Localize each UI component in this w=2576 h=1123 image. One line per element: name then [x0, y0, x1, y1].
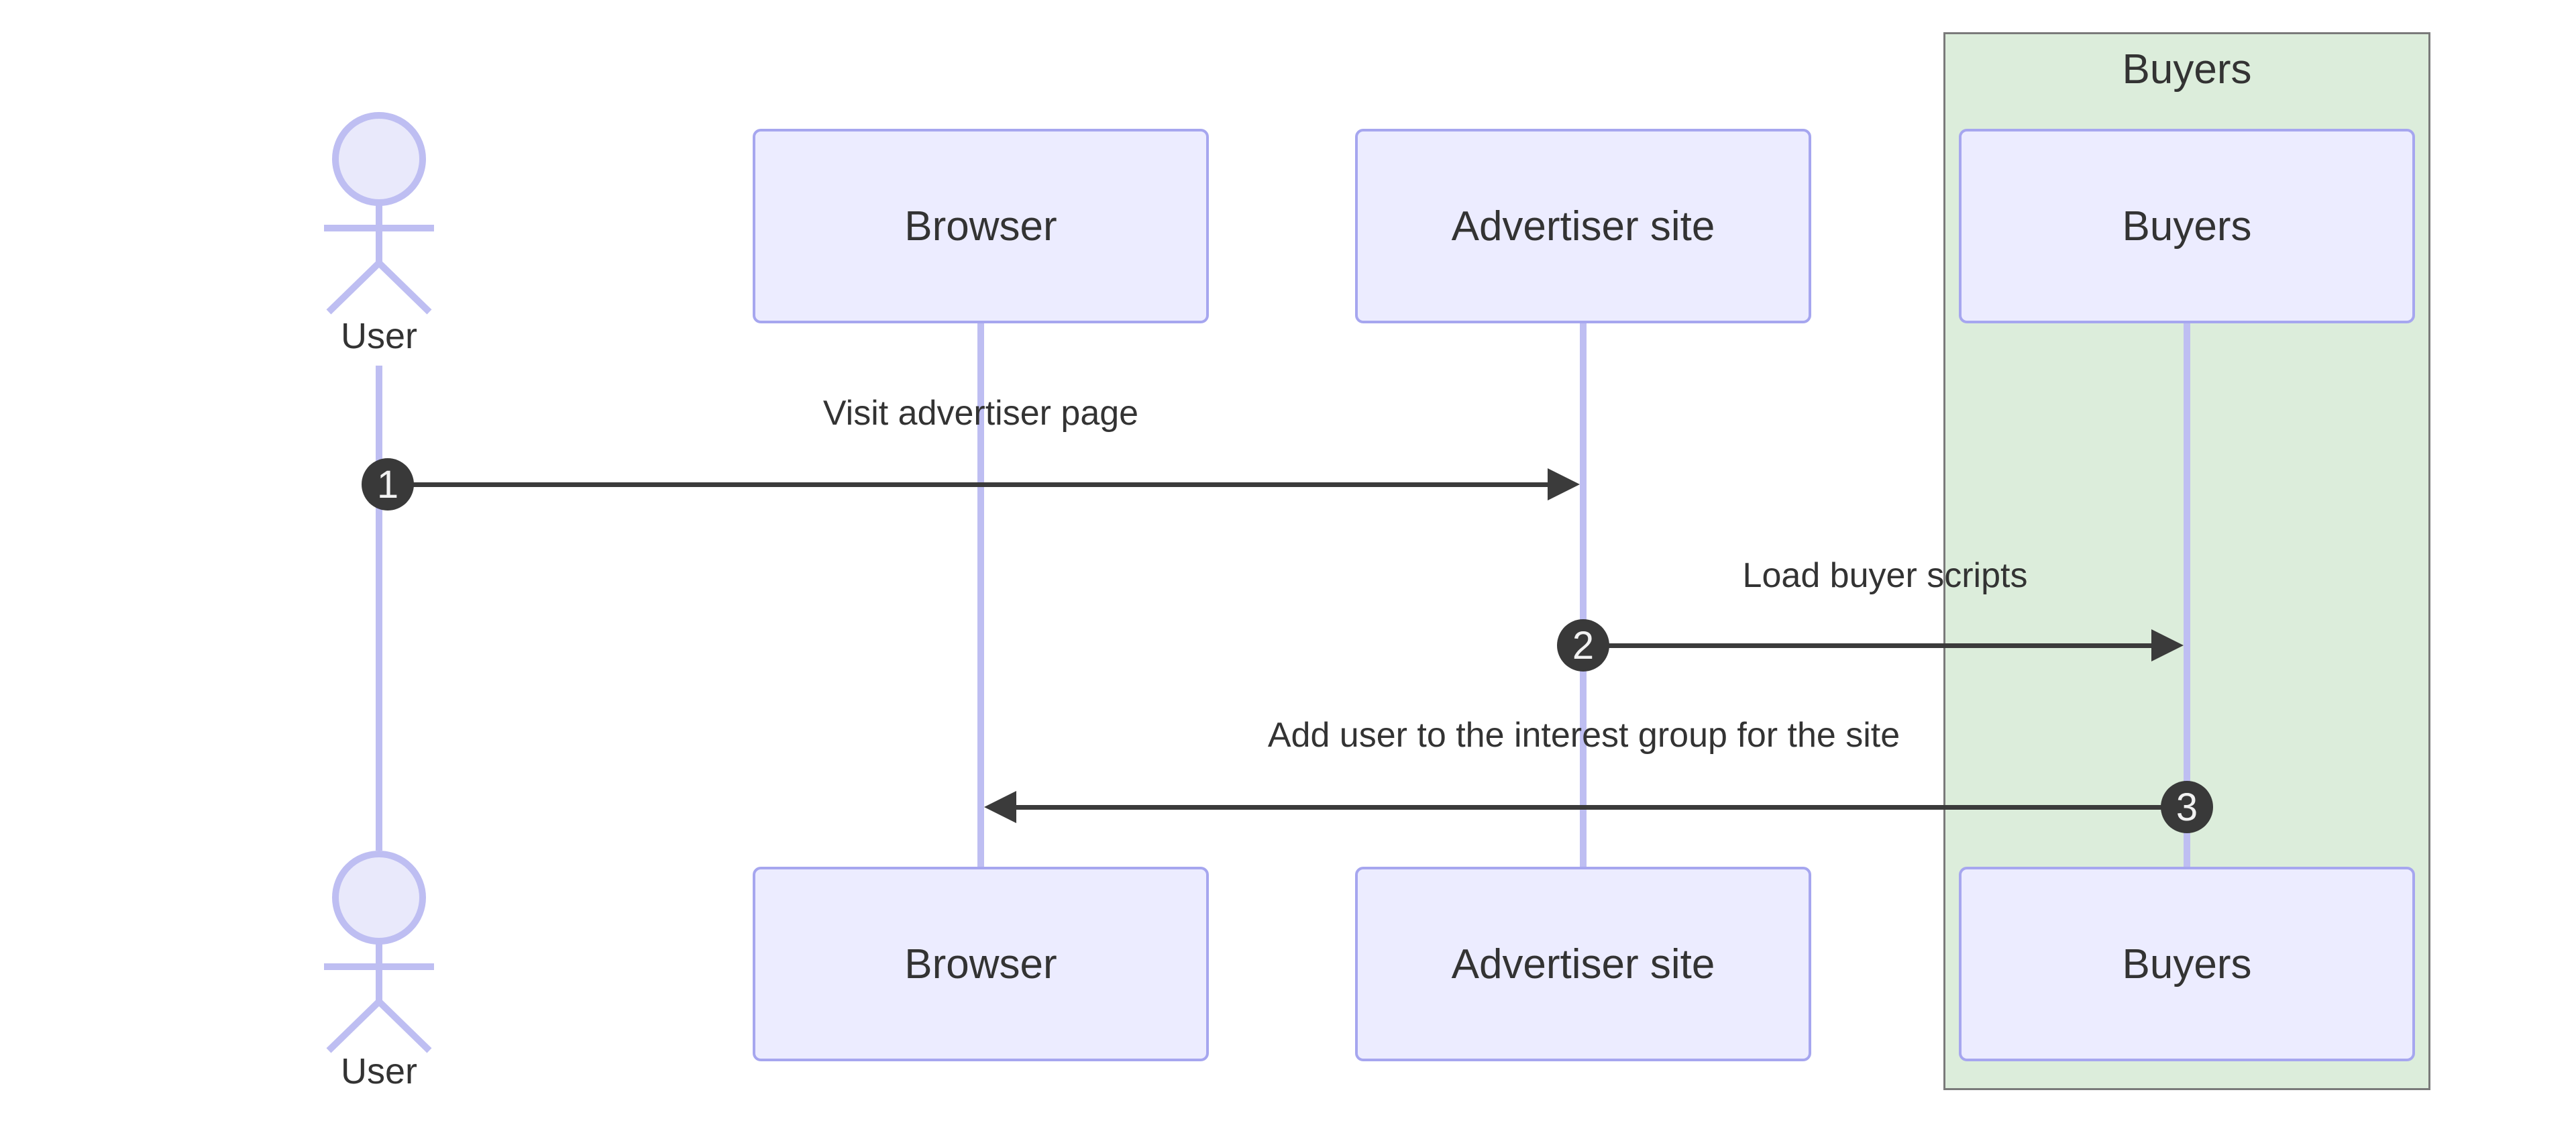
participant-advertiser-site-label: Advertiser site [1451, 203, 1715, 250]
user-label-bottom: User [340, 1051, 418, 1091]
sequence-number-1: 1 [362, 458, 414, 511]
participant-browser-label: Browser [904, 203, 1057, 250]
lifeline-advertiser-site [1580, 323, 1587, 867]
message-3-label: Add user to the interest group for the s… [1267, 716, 1900, 755]
participant-advertiser-site-top: Advertiser site [1355, 129, 1811, 323]
lifeline-user [376, 366, 382, 851]
participant-advertiser-site-label: Advertiser site [1451, 941, 1715, 987]
lifeline-browser [977, 323, 984, 867]
participant-advertiser-site-bottom: Advertiser site [1355, 867, 1811, 1061]
sequence-number-3: 3 [2161, 781, 2213, 833]
buyers-group-label: Buyers [2122, 46, 2252, 93]
user-actor-icon [324, 851, 434, 1053]
user-actor-icon [324, 112, 434, 315]
participant-buyers-top: Buyers [1959, 129, 2415, 323]
arrowhead-right-icon [1548, 468, 1580, 500]
participant-browser-top: Browser [753, 129, 1209, 323]
sequence-number-2: 2 [1557, 619, 1609, 672]
participant-browser-label: Browser [904, 941, 1057, 987]
message-2-arrow [1583, 643, 2151, 648]
message-1-arrow [379, 482, 1548, 487]
arrowhead-left-icon [984, 791, 1016, 823]
message-1-label: Visit advertiser page [822, 394, 1139, 433]
participant-browser-bottom: Browser [753, 867, 1209, 1061]
participant-buyers-label: Buyers [2122, 941, 2252, 987]
arrowhead-right-icon [2151, 629, 2184, 661]
user-label-top: User [340, 316, 418, 356]
lifeline-buyers [2184, 323, 2190, 867]
participant-buyers-label: Buyers [2122, 203, 2252, 250]
message-3-arrow [1016, 805, 2187, 810]
participant-buyers-bottom: Buyers [1959, 867, 2415, 1061]
message-2-label: Load buyer scripts [1742, 556, 2028, 595]
